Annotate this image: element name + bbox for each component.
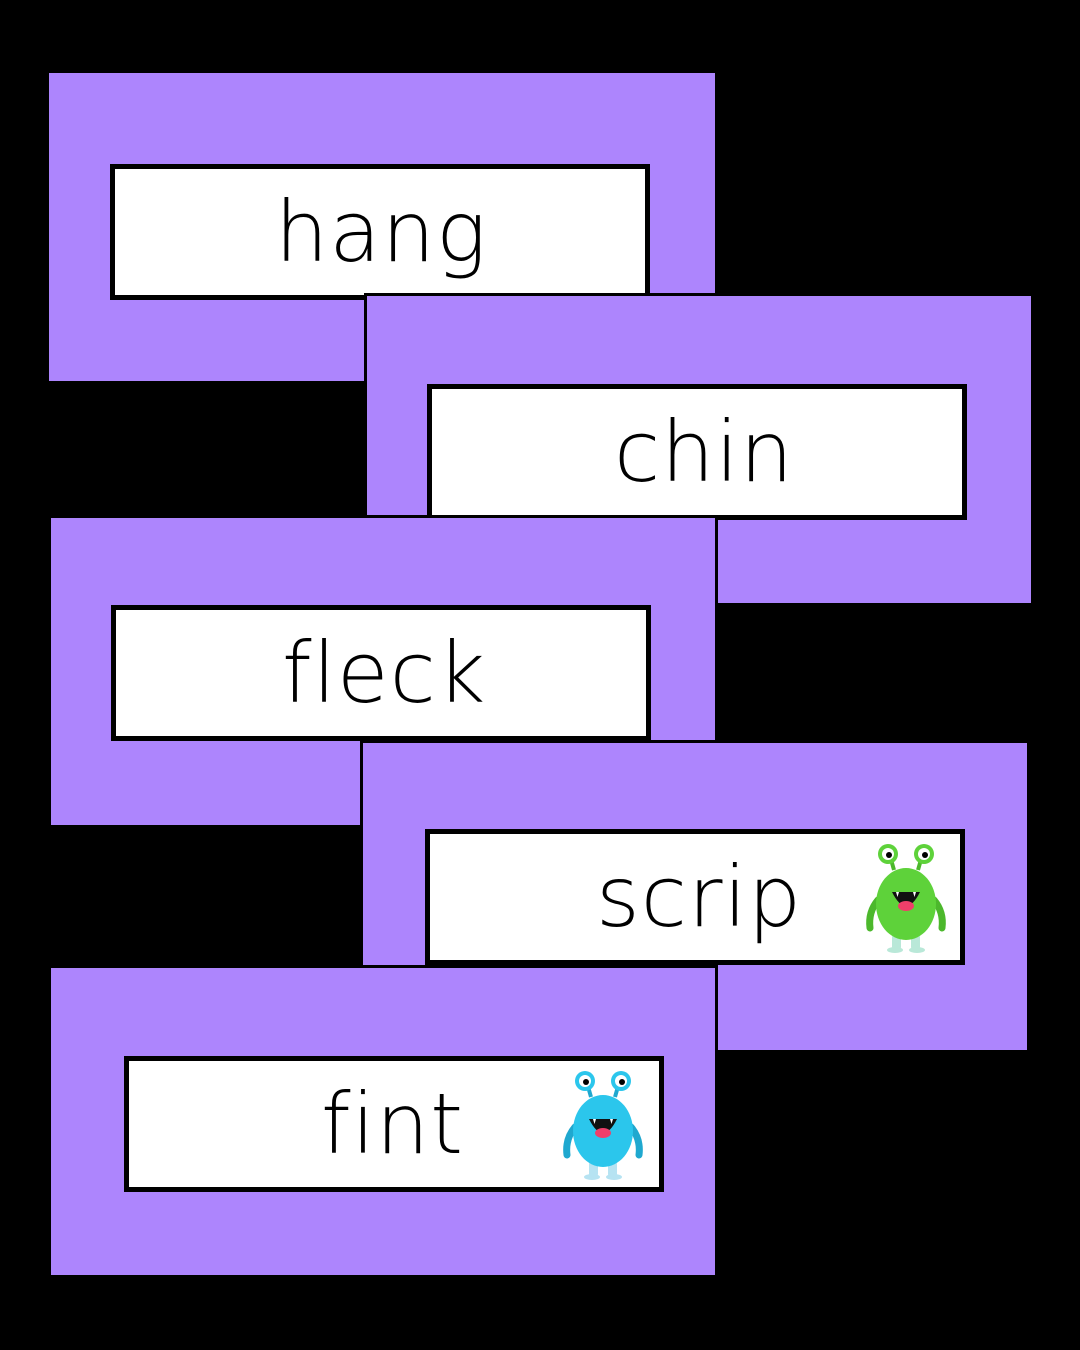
- word-box: fleck: [111, 605, 651, 741]
- green-monster-icon: [866, 844, 946, 953]
- word-card-hang[interactable]: hang: [46, 70, 718, 384]
- word-box: fint: [124, 1056, 664, 1192]
- word-box: hang: [110, 164, 650, 300]
- word-box: chin: [427, 384, 967, 520]
- card-word: fleck: [282, 624, 487, 722]
- blue-monster-icon: [563, 1071, 643, 1180]
- card-word: hang: [275, 183, 488, 281]
- card-word: chin: [614, 403, 794, 501]
- card-word: fint: [321, 1075, 465, 1173]
- word-card-fint[interactable]: fint: [48, 965, 718, 1278]
- card-word: scrip: [596, 848, 803, 946]
- word-box: scrip: [425, 829, 965, 965]
